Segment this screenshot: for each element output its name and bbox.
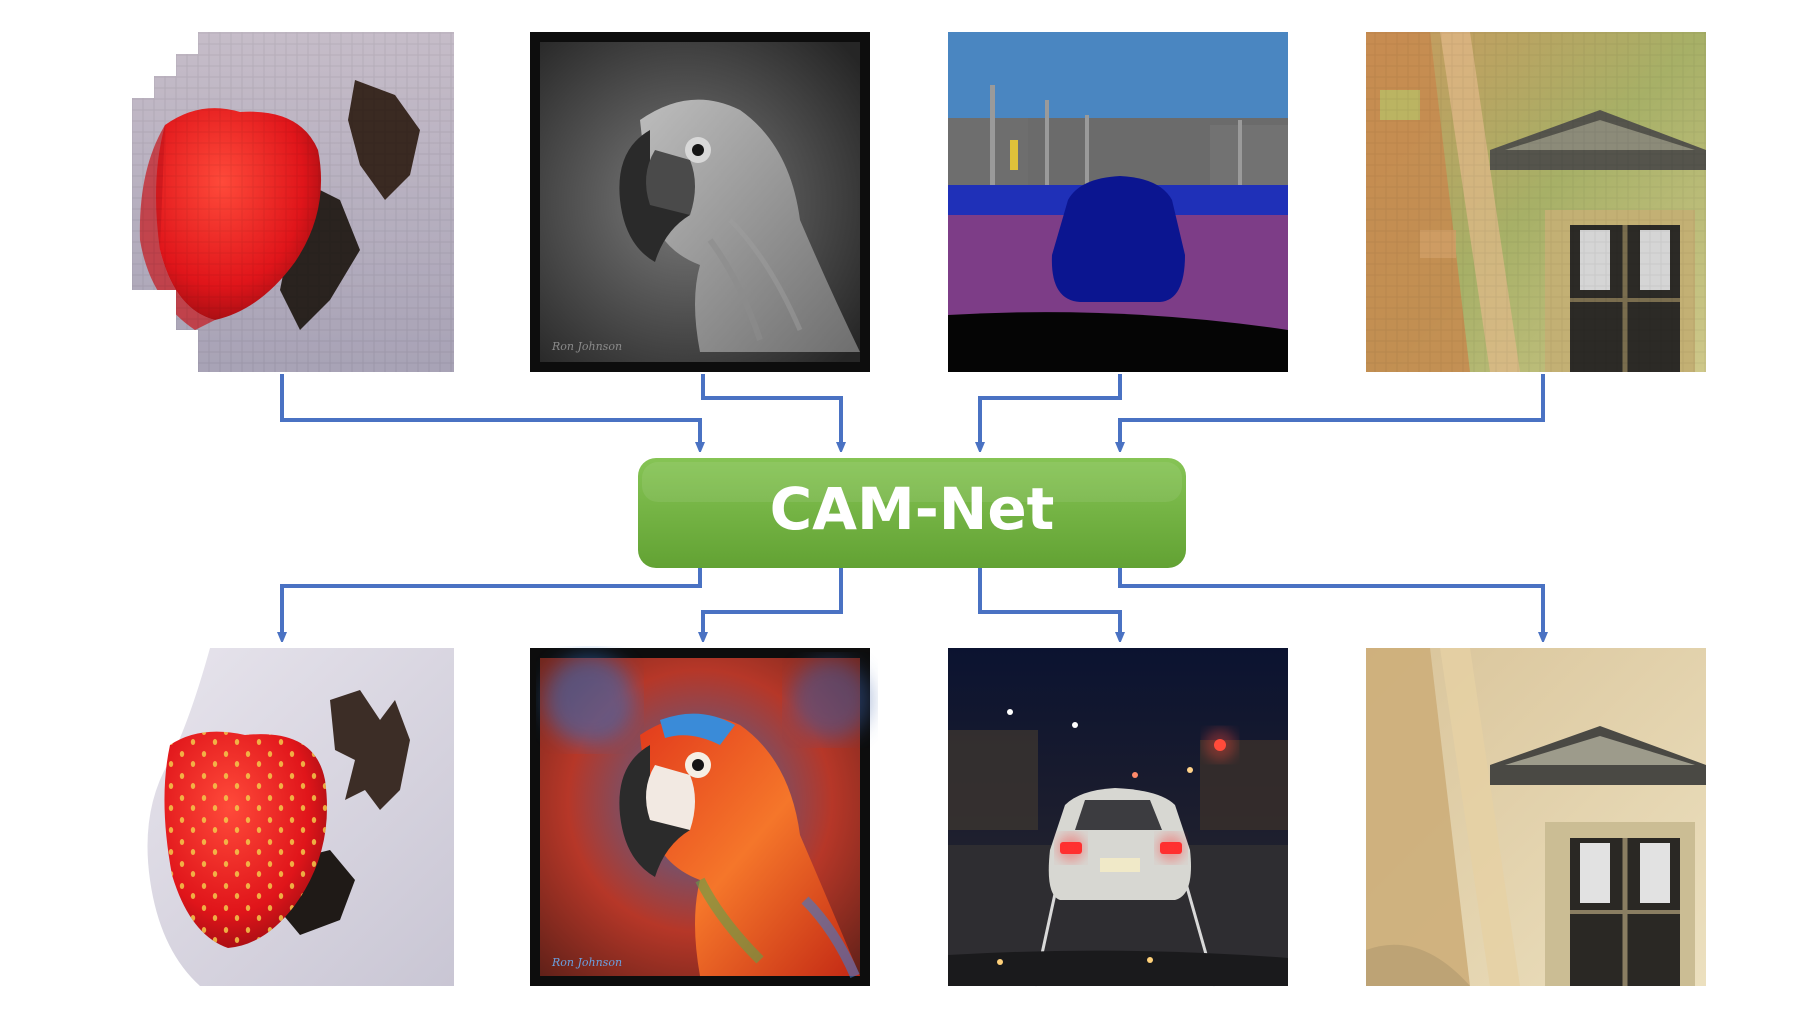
arrows-out xyxy=(282,568,1543,638)
input-street-segmentation-map xyxy=(948,32,1288,372)
output-strawberry-hires xyxy=(110,648,454,986)
cam-net-label: CAM-Net xyxy=(770,475,1055,543)
svg-text:Ron Johnson: Ron Johnson xyxy=(551,956,622,969)
input-building-artifacts xyxy=(1366,32,1706,372)
arrow-input-parrot xyxy=(701,374,841,448)
output-street-night-photo xyxy=(948,648,1288,987)
arrow-output-building xyxy=(1118,568,1543,638)
arrows-in xyxy=(280,374,1545,448)
arrow-input-building xyxy=(1120,374,1545,448)
input-parrot-grayscale: Ron Johnson xyxy=(530,32,870,372)
arrow-input-street xyxy=(980,374,1122,448)
cam-net-node: CAM-Net xyxy=(638,458,1186,568)
arrow-output-street xyxy=(978,568,1120,638)
svg-text:Ron Johnson: Ron Johnson xyxy=(551,340,622,353)
arrow-output-parrot xyxy=(703,568,843,638)
arrow-output-strawberry xyxy=(282,568,702,638)
input-strawberry-pixelated xyxy=(132,32,454,372)
arrow-input-strawberry xyxy=(280,374,700,448)
output-building-clean xyxy=(1366,648,1706,986)
output-parrot-colorized: Ron Johnson xyxy=(530,648,870,986)
